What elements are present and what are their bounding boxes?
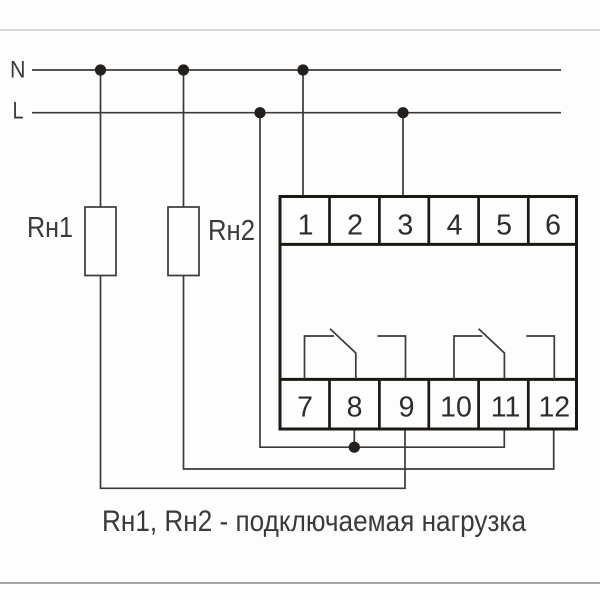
svg-text:12: 12 xyxy=(538,391,570,423)
svg-text:L: L xyxy=(13,98,24,125)
svg-text:Rн1: Rн1 xyxy=(27,212,73,244)
svg-text:Rн2: Rн2 xyxy=(208,215,255,247)
svg-text:7: 7 xyxy=(297,391,313,423)
svg-text:11: 11 xyxy=(491,391,521,423)
svg-text:N: N xyxy=(10,57,26,84)
svg-text:1: 1 xyxy=(298,210,314,242)
svg-text:3: 3 xyxy=(397,210,413,242)
svg-text:9: 9 xyxy=(399,391,415,423)
svg-text:6: 6 xyxy=(545,210,561,242)
svg-text:Rн1, Rн2 - подключаемая нагруз: Rн1, Rн2 - подключаемая нагрузка xyxy=(102,505,526,538)
svg-text:4: 4 xyxy=(447,210,463,242)
svg-text:2: 2 xyxy=(347,210,363,242)
svg-text:10: 10 xyxy=(440,391,472,423)
svg-text:8: 8 xyxy=(347,391,363,423)
svg-text:5: 5 xyxy=(496,210,512,242)
